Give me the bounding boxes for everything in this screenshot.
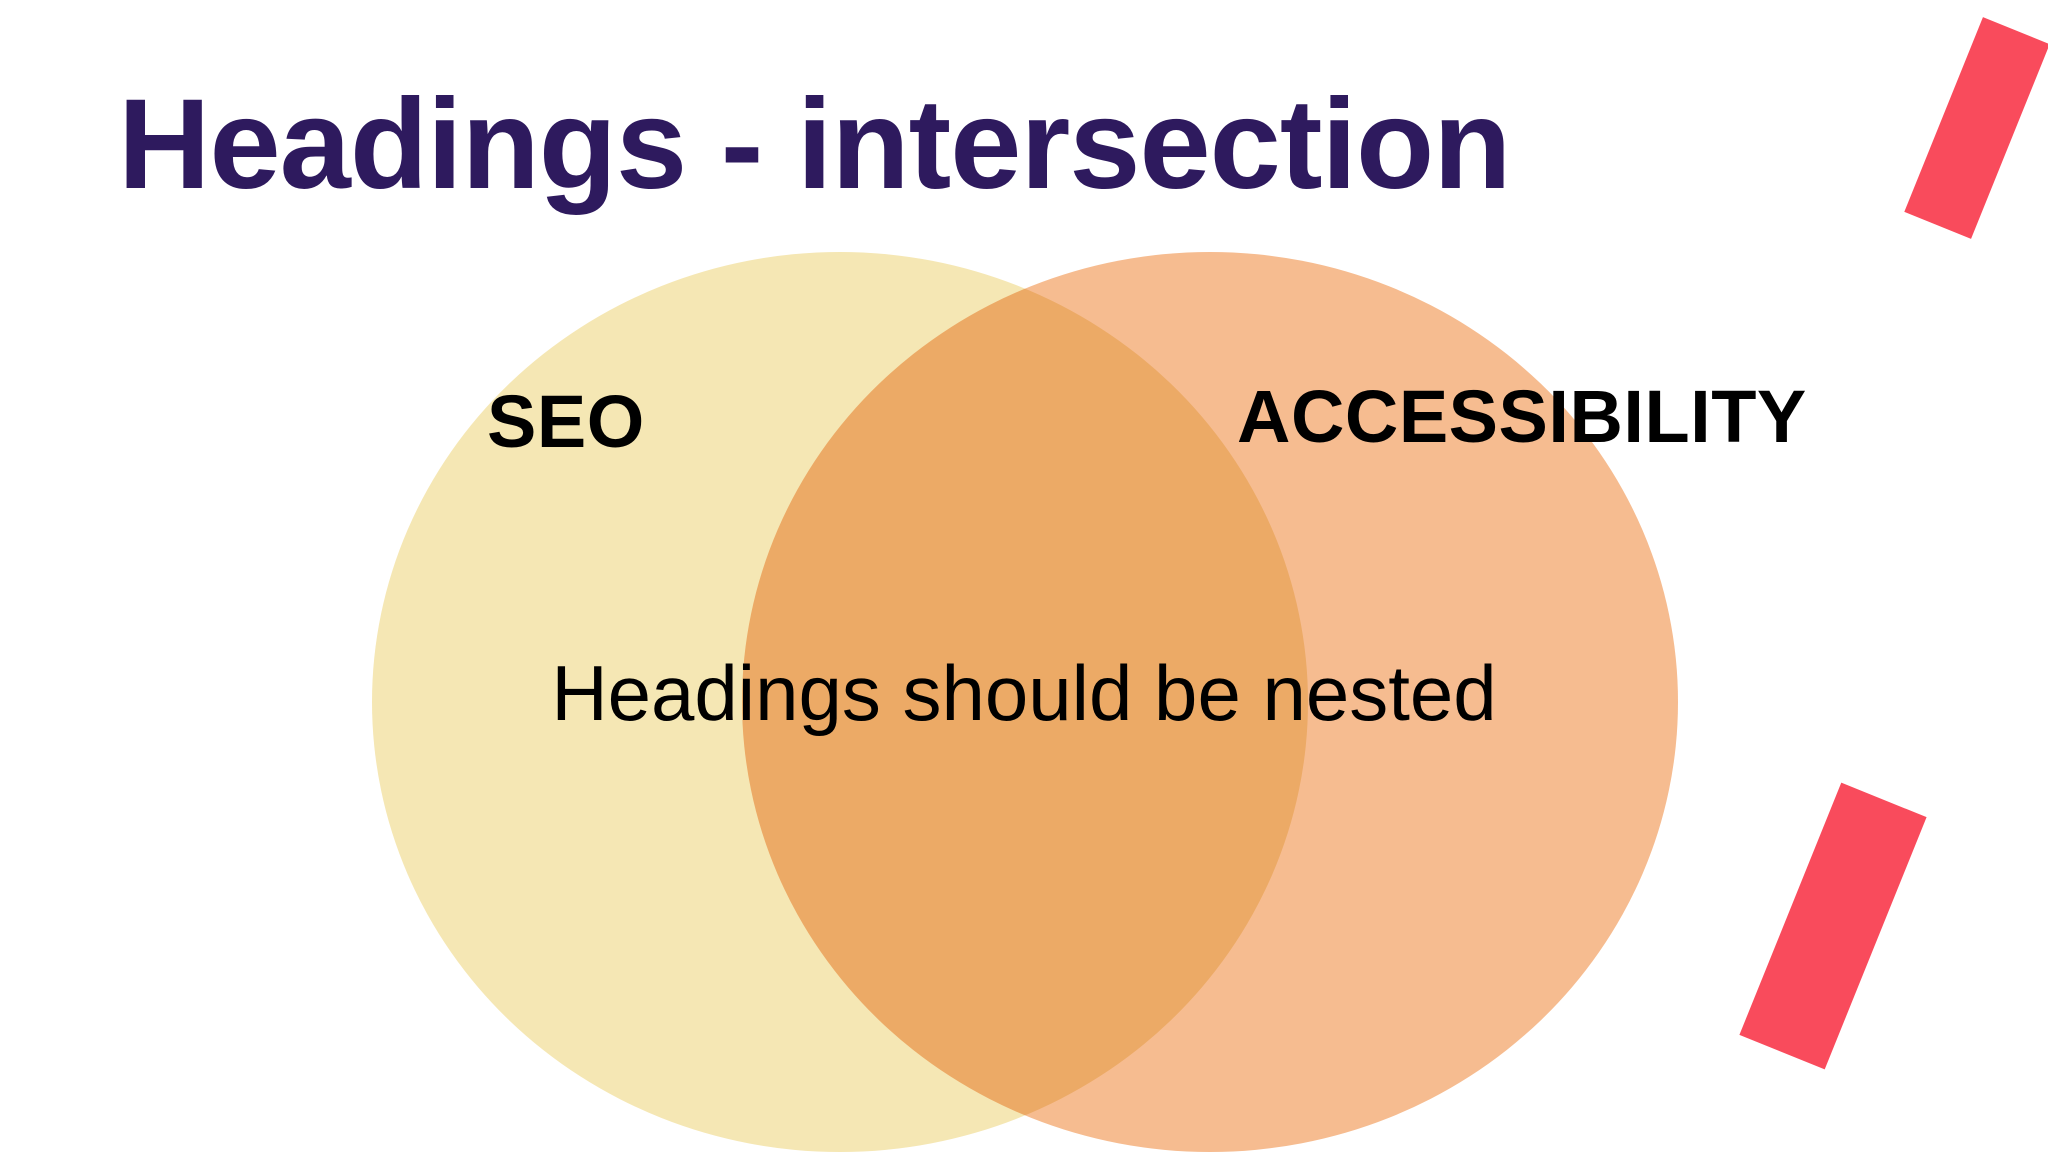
venn-intersection-text: Headings should be nested xyxy=(551,649,1497,737)
venn-circle-accessibility xyxy=(742,252,1678,1152)
venn-label-seo: SEO xyxy=(487,380,645,463)
page-title: Headings - intersection xyxy=(118,73,1511,216)
venn-label-accessibility: ACCESSIBILITY xyxy=(1237,375,1807,458)
